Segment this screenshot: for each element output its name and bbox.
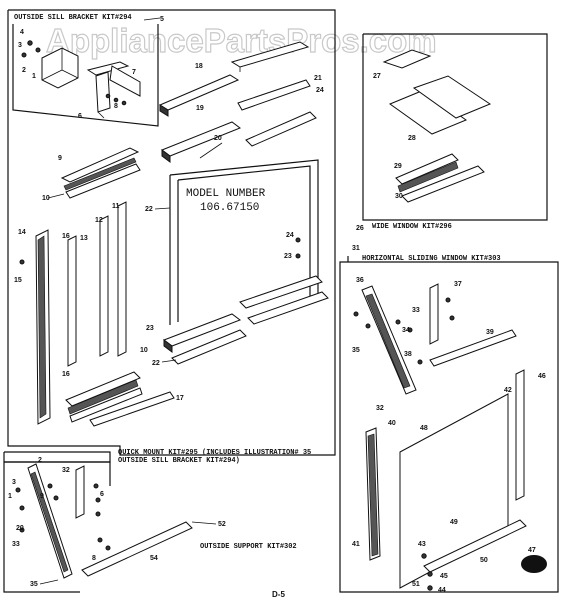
sill-bracket-brace (109, 65, 141, 97)
horizontal-sliding-kit-box: 31 HORIZONTAL SLIDING WINDOW KIT#303 36 … (339, 245, 559, 594)
foam-pad-47 (521, 555, 547, 573)
callout-17: 17 (176, 395, 184, 402)
callout-49: 49 (450, 519, 458, 526)
callout-8: 8 (114, 103, 118, 110)
callout-2b: 2 (38, 457, 42, 464)
callout-12: 12 (95, 217, 103, 224)
wide-window-seal-27 (382, 49, 432, 69)
callout-21: 21 (314, 75, 322, 82)
callout-5: 5 (160, 16, 164, 23)
sill-bracket-arm (86, 61, 130, 76)
quick-mount-kit-label: QUICK MOUNT KIT#295 (INCLUDES ILLUSTRATI… (118, 449, 311, 457)
callout-18: 18 (195, 63, 203, 70)
callout-28: 28 (408, 135, 416, 142)
callout-50: 50 (480, 557, 488, 564)
window-frame-panel: MODEL NUMBER 106.67150 22 24 23 (145, 159, 319, 325)
callout-44: 44 (438, 587, 446, 594)
callout-13: 13 (80, 235, 88, 242)
callout-54: 54 (150, 555, 158, 562)
quick-mount-kit-box: 2 32 3 1 9 6 20 33 8 35 52 54 OUTSIDE SU… (3, 451, 297, 593)
callout-47: 47 (528, 547, 536, 554)
callout-37: 37 (454, 281, 462, 288)
callout-20b: 20 (16, 525, 24, 532)
outside-sill-kit-label: OUTSIDE SILL BRACKET KIT#294 (14, 14, 132, 22)
watermark: AppliancePartsPros.com (46, 22, 437, 59)
callout-46: 46 (538, 373, 546, 380)
callout-11: 11 (112, 203, 120, 210)
page-label: D-5 (272, 590, 285, 599)
callout-14: 14 (18, 229, 26, 236)
callout-9: 9 (58, 155, 62, 162)
callout-22b: 22 (152, 360, 160, 367)
callout-1: 1 (32, 73, 36, 80)
callout-10b: 10 (140, 347, 148, 354)
callout-3b: 3 (12, 479, 16, 486)
callout-40: 40 (388, 420, 396, 427)
top-channel-parts: 18 21 19 24 20 (158, 41, 324, 163)
callout-52: 52 (218, 521, 226, 528)
main-assembly-box (7, 9, 336, 456)
callout-15: 15 (14, 277, 22, 284)
callout-7: 7 (132, 69, 136, 76)
callout-4: 4 (20, 29, 24, 36)
callout-35b: 35 (30, 581, 38, 588)
callout-39: 39 (486, 329, 494, 336)
callout-24b: 24 (286, 232, 294, 239)
callout-36: 36 (356, 277, 364, 284)
callout-24: 24 (316, 87, 324, 94)
wide-window-panel-28 (388, 89, 468, 135)
callout-22: 22 (145, 206, 153, 213)
callout-23b: 23 (146, 325, 154, 332)
callout-8b: 8 (92, 555, 96, 562)
callout-43: 43 (418, 541, 426, 548)
outside-sill-bracket-kit-box: OUTSIDE SILL BRACKET KIT#294 5 4 3 2 1 6… (12, 14, 164, 127)
bottom-rail-parts: 23 22 (146, 275, 329, 367)
callout-32: 32 (376, 405, 384, 412)
callout-29: 29 (394, 163, 402, 170)
callout-48: 48 (420, 425, 428, 432)
callout-9b: 9 (40, 493, 44, 500)
wide-window-kit-box: 27 28 29 30 WIDE WINDOW KIT#296 26 (356, 33, 548, 232)
callout-10: 10 (42, 195, 50, 202)
callout-3: 3 (18, 42, 22, 49)
callout-41: 41 (352, 541, 360, 548)
quick-mount-caption: QUICK MOUNT KIT#295 (INCLUDES ILLUSTRATI… (118, 449, 311, 465)
callout-6: 6 (78, 113, 82, 120)
callout-33: 33 (412, 307, 420, 314)
callout-2: 2 (22, 67, 26, 74)
wide-window-kit-label: WIDE WINDOW KIT#296 (372, 223, 452, 231)
callout-19: 19 (196, 105, 204, 112)
callout-6b: 6 (100, 491, 104, 498)
model-number-label: MODEL NUMBER (186, 188, 266, 200)
callout-16: 16 (62, 233, 70, 240)
callout-35: 35 (352, 347, 360, 354)
callout-34: 34 (402, 327, 410, 334)
callout-30: 30 (395, 193, 403, 200)
callout-51: 51 (412, 581, 420, 588)
outside-support-kit-label: OUTSIDE SUPPORT KIT#302 (200, 543, 297, 551)
model-number-value: 106.67150 (200, 202, 259, 214)
callout-31: 31 (352, 245, 360, 252)
callout-23: 23 (284, 253, 292, 260)
callout-20: 20 (214, 135, 222, 142)
callout-32b: 32 (62, 467, 70, 474)
callout-38: 38 (404, 351, 412, 358)
callout-26: 26 (356, 225, 364, 232)
callout-42: 42 (504, 387, 512, 394)
callout-1b: 1 (8, 493, 12, 500)
callout-27: 27 (373, 73, 381, 80)
callout-45: 45 (440, 573, 448, 580)
horizontal-sliding-kit-label: HORIZONTAL SLIDING WINDOW KIT#303 (362, 255, 501, 263)
callout-16b: 16 (62, 371, 70, 378)
callout-33b: 33 (12, 541, 20, 548)
quick-mount-kit-label-2: OUTSIDE SILL BRACKET KIT#294) (118, 457, 240, 465)
side-channel-parts: 9 10 14 16 12 11 15 13 16 10 17 (14, 147, 184, 427)
outside-support-rail (81, 521, 193, 577)
